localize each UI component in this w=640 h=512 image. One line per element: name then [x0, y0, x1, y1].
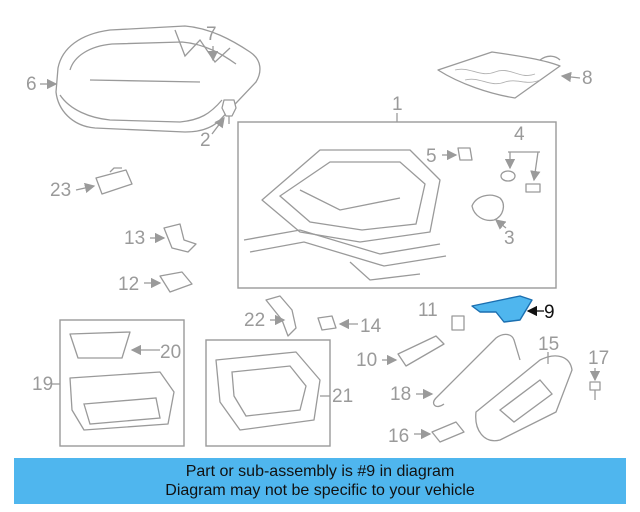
callout-3: 3	[504, 228, 515, 249]
bracket-part-22	[265, 295, 297, 337]
motor-part-3	[471, 194, 505, 222]
clip-part-5	[457, 147, 473, 161]
storage-tray-part-19	[69, 371, 175, 431]
callout-15: 15	[538, 334, 559, 355]
seat-heater-pad-part	[437, 51, 561, 99]
callout-10: 10	[356, 350, 377, 371]
side-shield-part-15	[475, 355, 573, 442]
callout-12: 12	[118, 274, 139, 295]
callout-1: 1	[392, 94, 403, 115]
storage-tray-box	[59, 319, 185, 447]
callout-5: 5	[426, 146, 437, 167]
banner-line-1: Part or sub-assembly is #9 in diagram	[185, 463, 455, 480]
callout-13: 13	[124, 228, 145, 249]
callout-16: 16	[388, 426, 409, 447]
seat-frame-part	[243, 149, 447, 281]
callout-17: 17	[588, 348, 609, 369]
screw-part-17	[589, 381, 601, 400]
clip-part-14	[317, 315, 337, 331]
callout-2: 2	[200, 130, 211, 151]
info-banner: Part or sub-assembly is #9 in diagram Di…	[14, 458, 626, 504]
callout-19: 19	[32, 374, 53, 395]
clip-part-16	[431, 421, 465, 443]
switch-part-23	[95, 167, 133, 195]
trim-part-12	[159, 271, 193, 293]
under-seat-tray-box	[205, 339, 331, 447]
bracket-part-13	[163, 223, 197, 253]
fastener-part-2	[221, 99, 237, 124]
under-seat-tray-part-21	[215, 351, 321, 431]
callout-9: 9	[544, 302, 555, 323]
callout-18: 18	[390, 384, 411, 405]
banner-line-2: Diagram may not be specific to your vehi…	[165, 482, 475, 499]
bolt-and-nut-part-4	[500, 170, 541, 193]
callout-21: 21	[332, 386, 353, 407]
clip-part-11	[451, 315, 465, 331]
callout-14: 14	[360, 316, 382, 337]
cover-part-10	[397, 335, 445, 367]
callout-4: 4	[514, 124, 525, 145]
cable-part-18	[432, 333, 521, 408]
exploded-view-drawing: 6 7 2 8 1 5 4 3	[26, 24, 609, 447]
callout-8: 8	[582, 68, 593, 89]
callout-20: 20	[160, 342, 181, 363]
tray-mat-part-20	[69, 331, 131, 359]
callout-11: 11	[418, 300, 438, 321]
callout-22: 22	[244, 310, 265, 331]
callout-7: 7	[206, 24, 217, 45]
callout-6: 6	[26, 74, 37, 95]
callout-23: 23	[50, 180, 71, 201]
highlighted-part-9	[471, 295, 533, 323]
